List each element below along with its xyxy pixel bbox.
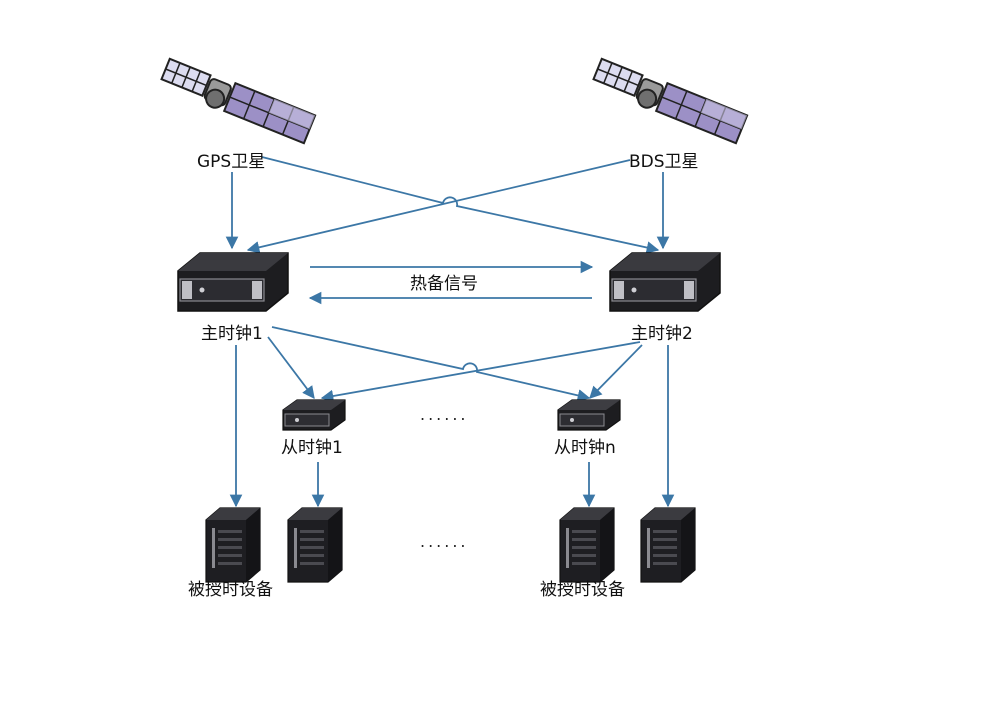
master-clock-2-icon [609, 252, 721, 312]
timed-device-server-4-icon [640, 507, 696, 583]
device-ellipsis: ...... [420, 532, 469, 551]
gps-satellite-icon [157, 55, 317, 146]
slave-clock-1-icon [282, 399, 346, 431]
signal-lines [225, 156, 675, 508]
timed-device-right-label: 被授时设备 [540, 580, 625, 600]
master2-to-slave1-line [320, 341, 641, 403]
master-clock-2-label: 主时钟2 [631, 324, 693, 344]
hot-standby-signal-label: 热备信号 [410, 274, 478, 294]
timed-device-server-1-icon [205, 507, 261, 583]
gps-satellite-label: GPS卫星 [197, 152, 266, 172]
slave-clock-n-label: 从时钟n [554, 438, 616, 458]
timed-device-server-2-icon [287, 507, 343, 583]
slave-clock-1-label: 从时钟1 [281, 438, 343, 458]
slave-clock-n-icon [557, 399, 621, 431]
bds-to-master1-line [246, 159, 631, 254]
bds-satellite-icon [589, 55, 749, 146]
timed-device-left-label: 被授时设备 [188, 580, 273, 600]
master1-to-slaven-line [271, 326, 591, 402]
timed-device-server-3-icon [559, 507, 615, 583]
bds-satellite-label: BDS卫星 [629, 152, 699, 172]
master1-to-slave1-line [267, 336, 315, 400]
gps-to-master2-line [261, 156, 660, 254]
slave-ellipsis: ...... [420, 405, 469, 424]
master-clock-1-icon [177, 252, 289, 312]
master-clock-1-label: 主时钟1 [201, 324, 263, 344]
master2-to-slaven-line [589, 344, 643, 399]
